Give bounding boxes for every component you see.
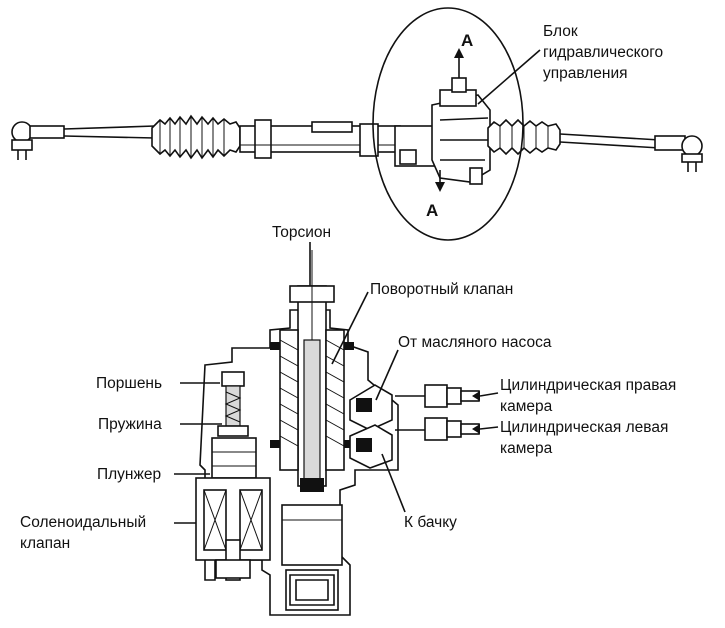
oil-ports [349,384,393,469]
piston-label: Поршень [96,375,162,392]
section-mark-bottom: A [426,201,438,220]
leader-lines [174,242,499,524]
right-boot [487,118,561,156]
right-chamber-label-line2: камера [500,398,553,415]
right-chamber-fitting [395,384,480,408]
left-boot [151,114,241,160]
control-block-label-line1: Блок [543,23,578,40]
to-tank-label: К бачку [404,514,457,531]
left-chamber-label-line2: камера [500,440,553,457]
solenoid-valve [195,477,271,581]
valve-cross-section [174,242,499,616]
spring-label: Пружина [98,416,162,433]
right-chamber-label-line1: Цилиндрическая правая [500,377,676,394]
labels: Блок гидравлического управления A A Торс… [20,23,676,552]
torsion-label: Торсион [272,224,331,241]
solenoid-label-line2: клапан [20,535,70,552]
left-chamber-label-line1: Цилиндрическая левая [500,419,668,436]
rotary-valve-label: Поворотный клапан [370,281,513,298]
detail-circle [372,7,524,241]
control-block-label-line3: управления [543,65,628,82]
left-chamber-fitting [395,417,480,441]
steering-rack-assembly [11,7,703,241]
rotary-valve-sleeve [270,329,354,471]
plunger-label: Плунжер [97,466,161,483]
section-mark-top: A [461,31,473,50]
left-tie-rod-end [11,121,156,160]
right-tie-rod-end [559,133,703,172]
control-block-label-line2: гидравлического [543,44,663,61]
valve-housing [394,48,491,192]
pinion-housing [281,504,343,611]
solenoid-label-line1: Соленоидальный [20,514,146,531]
oil-pump-label: От масляного насоса [398,334,552,351]
piston-spring-plunger [211,371,257,479]
control-block-leader [477,49,541,105]
